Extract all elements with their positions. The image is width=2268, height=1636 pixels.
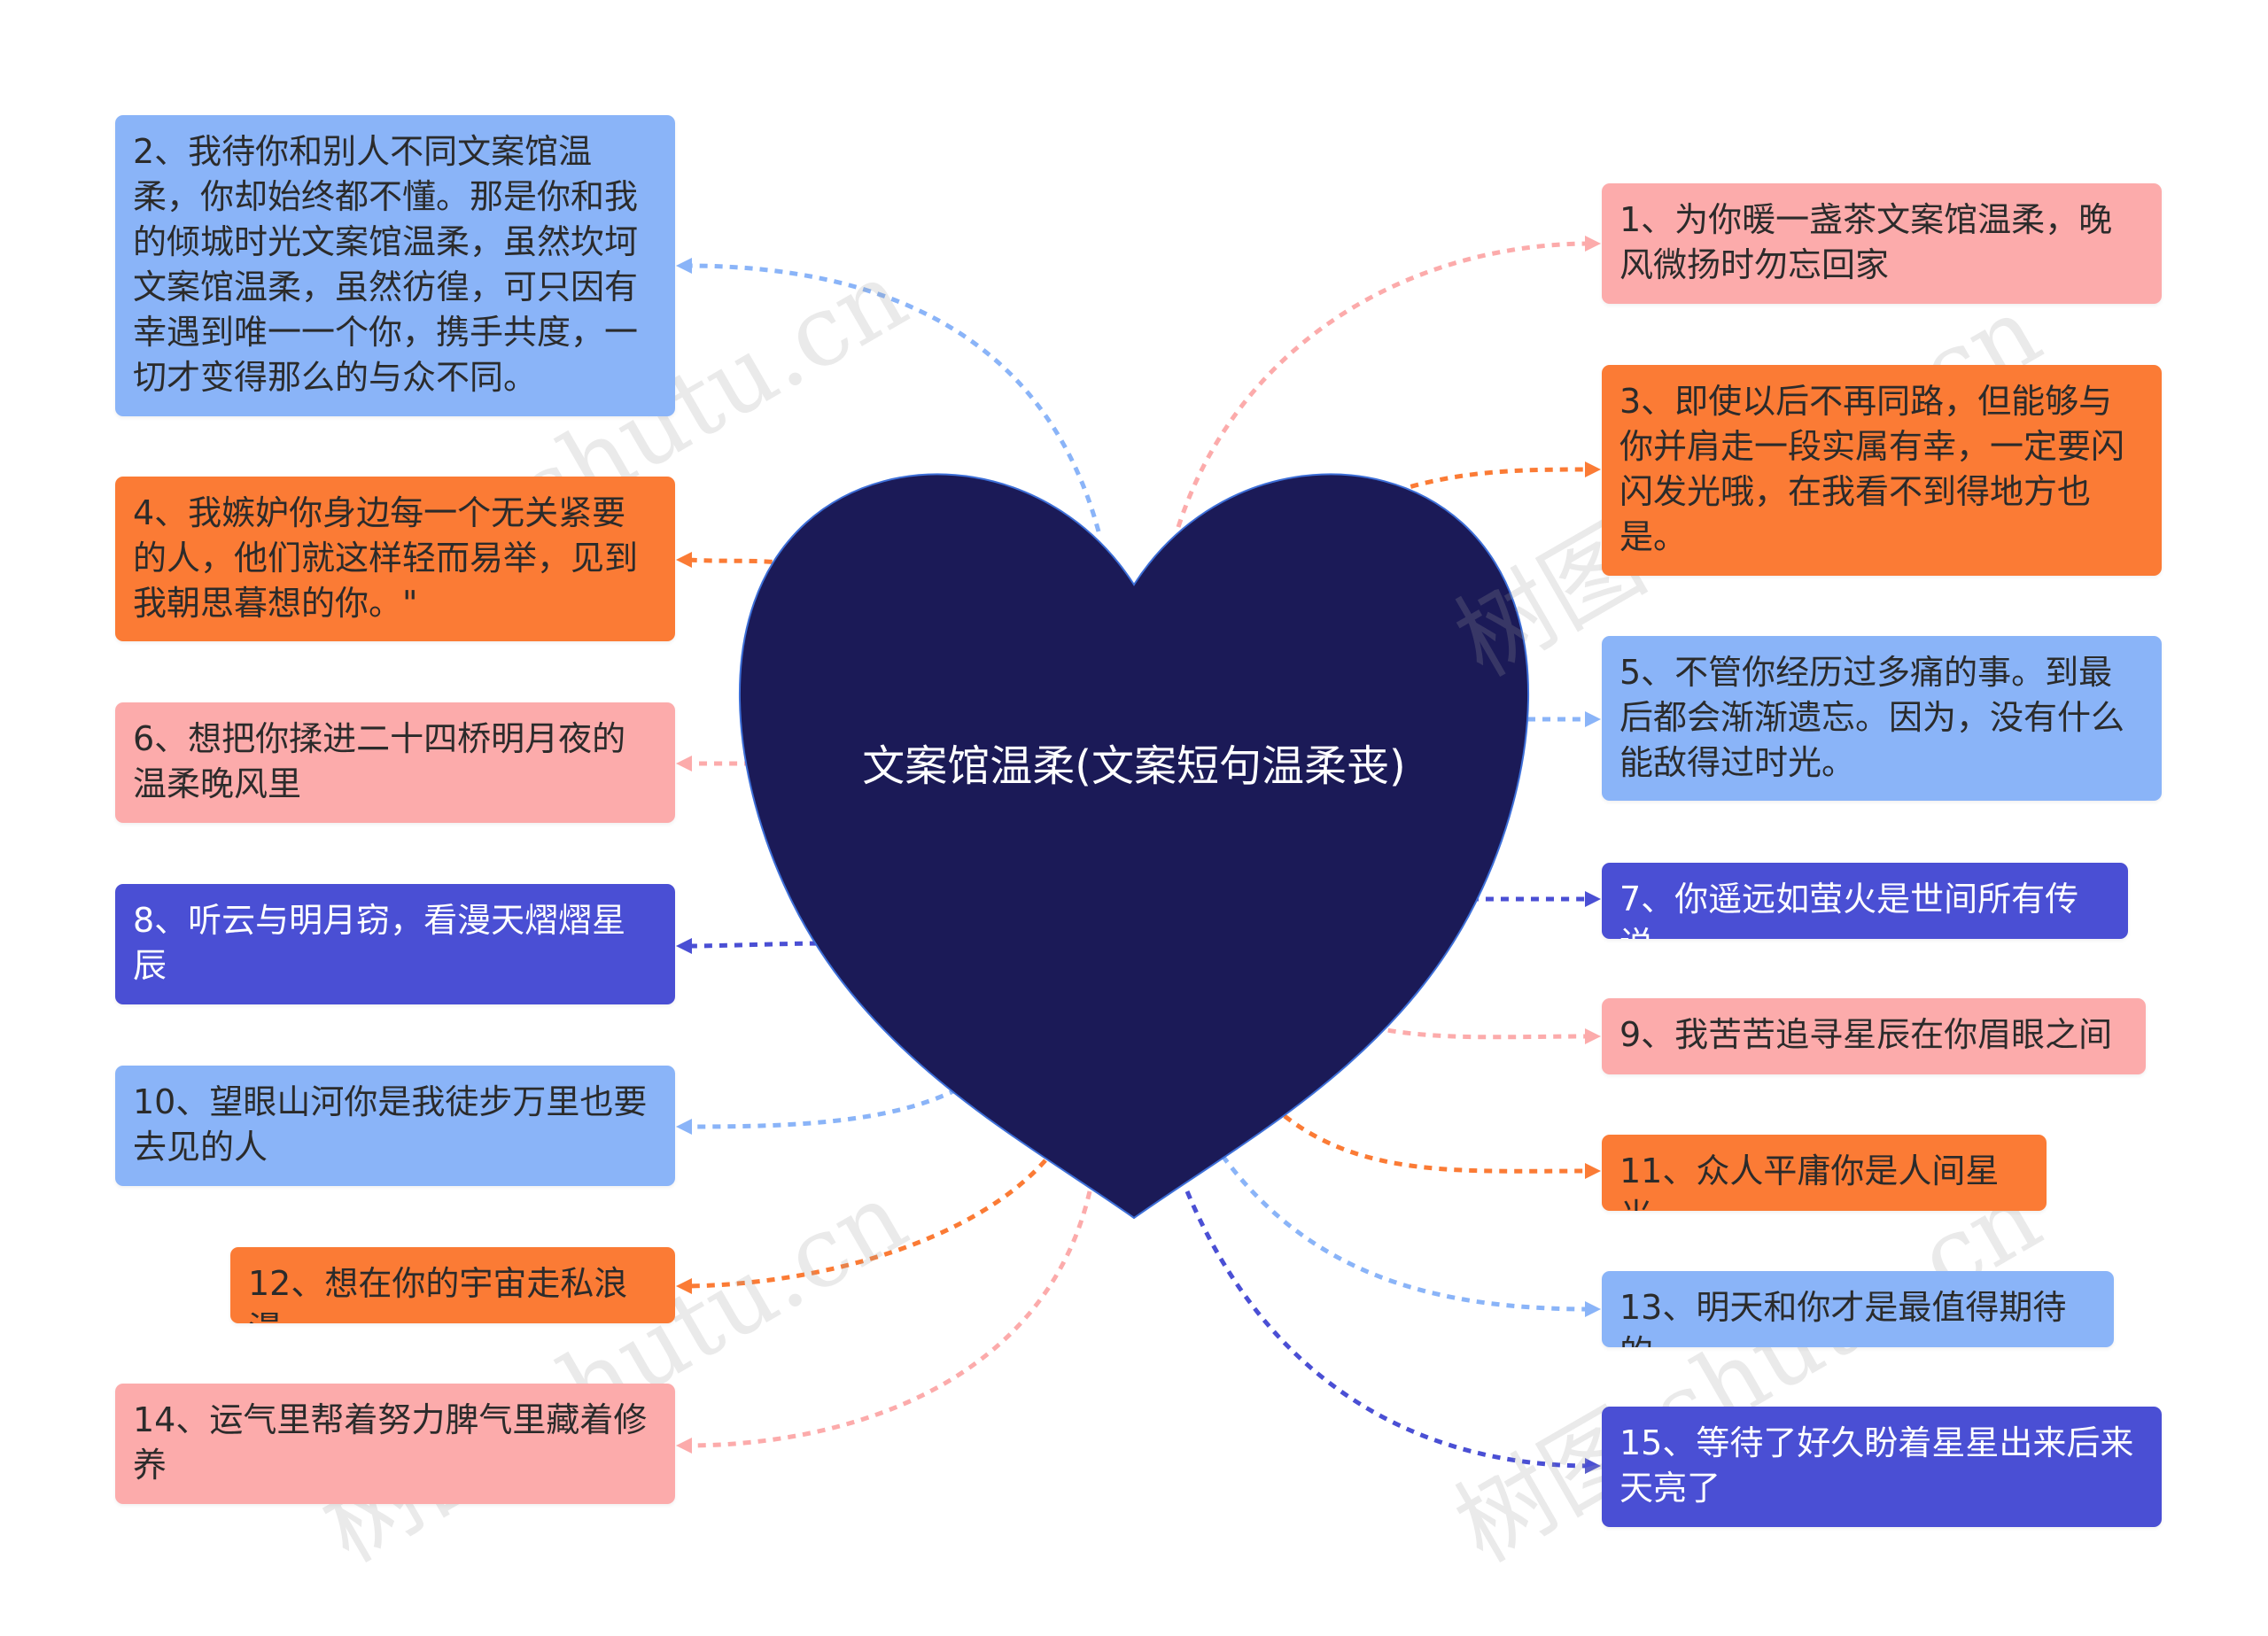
branch-node-8[interactable]: 8、听云与明月窃，看漫天熠熠星辰 [115, 884, 675, 1004]
branch-node-15[interactable]: 15、等待了好久盼着星星出来后来天亮了 [1602, 1407, 2162, 1527]
connector-line [686, 1087, 959, 1129]
connector-line [686, 941, 834, 949]
branch-node-13[interactable]: 13、明天和你才是最值得期待的 [1602, 1271, 2114, 1347]
connector-line [1372, 1025, 1591, 1040]
connector-line [1220, 1154, 1591, 1312]
connector-arrowhead [676, 552, 692, 568]
branch-node-6[interactable]: 6、想把你揉进二十四桥明月夜的温柔晚风里 [115, 702, 675, 823]
connector-line [1184, 1190, 1591, 1469]
connector-line [686, 1190, 1092, 1448]
connector-line [686, 557, 803, 570]
connector-line [1176, 241, 1591, 528]
heart-shape-central-topic[interactable] [738, 473, 1530, 1220]
connector-arrowhead [676, 1278, 692, 1294]
branch-node-12[interactable]: 12、想在你的宇宙走私浪漫 [230, 1247, 675, 1323]
branch-node-9[interactable]: 9、我苦苦追寻星辰在你眉眼之间 [1602, 998, 2146, 1074]
connector-line [686, 1159, 1047, 1289]
connector-arrowhead [676, 1119, 692, 1135]
connector-arrowhead [676, 258, 692, 274]
connector-arrowhead [1585, 1301, 1601, 1317]
connector-arrowhead [1585, 891, 1601, 907]
branch-node-1[interactable]: 1、为你暖一盏茶文案馆温柔，晚风微扬时勿忘回家 [1602, 183, 2162, 304]
connector-line [1283, 1114, 1591, 1174]
branch-node-2[interactable]: 2、我待你和别人不同文案馆温柔，你却始终都不懂。那是你和我的倾城时光文案馆温柔，… [115, 115, 675, 416]
central-topic-title: 文案馆温柔(文案短句温柔丧) [862, 741, 1406, 791]
connector-arrowhead [1585, 461, 1601, 477]
connector-arrowhead [1585, 1458, 1601, 1474]
connector-arrowhead [1585, 1163, 1601, 1179]
connector-arrowhead [676, 756, 692, 771]
connector-line [1381, 467, 1591, 499]
connectors [686, 241, 1591, 1469]
connector-line [686, 263, 1101, 532]
connector-arrowhead [1585, 1028, 1601, 1044]
connector-arrowhead [676, 1438, 692, 1454]
connector-arrowhead [1585, 711, 1601, 727]
connector-arrowhead [1585, 236, 1601, 252]
branch-node-3[interactable]: 3、即使以后不再同路，但能够与你并肩走一段实属有幸，一定要闪闪发光哦，在我看不到… [1602, 365, 2162, 576]
arrowheads [676, 236, 1601, 1474]
branch-node-5[interactable]: 5、不管你经历过多痛的事。到最后都会渐渐遗忘。因为，没有什么能敌得过时光。 [1602, 636, 2162, 801]
branch-node-10[interactable]: 10、望眼山河你是我徒步万里也要去见的人 [115, 1066, 675, 1186]
branch-node-14[interactable]: 14、运气里帮着努力脾气里藏着修养 [115, 1384, 675, 1504]
branch-node-7[interactable]: 7、你遥远如萤火是世间所有传说 [1602, 863, 2128, 939]
branch-node-4[interactable]: 4、我嫉妒你身边每一个无关紧要的人，他们就这样轻而易举，见到我朝思暮想的你。" [115, 477, 675, 641]
connector-arrowhead [676, 938, 692, 954]
branch-node-11[interactable]: 11、众人平庸你是人间星光 [1602, 1135, 2047, 1211]
